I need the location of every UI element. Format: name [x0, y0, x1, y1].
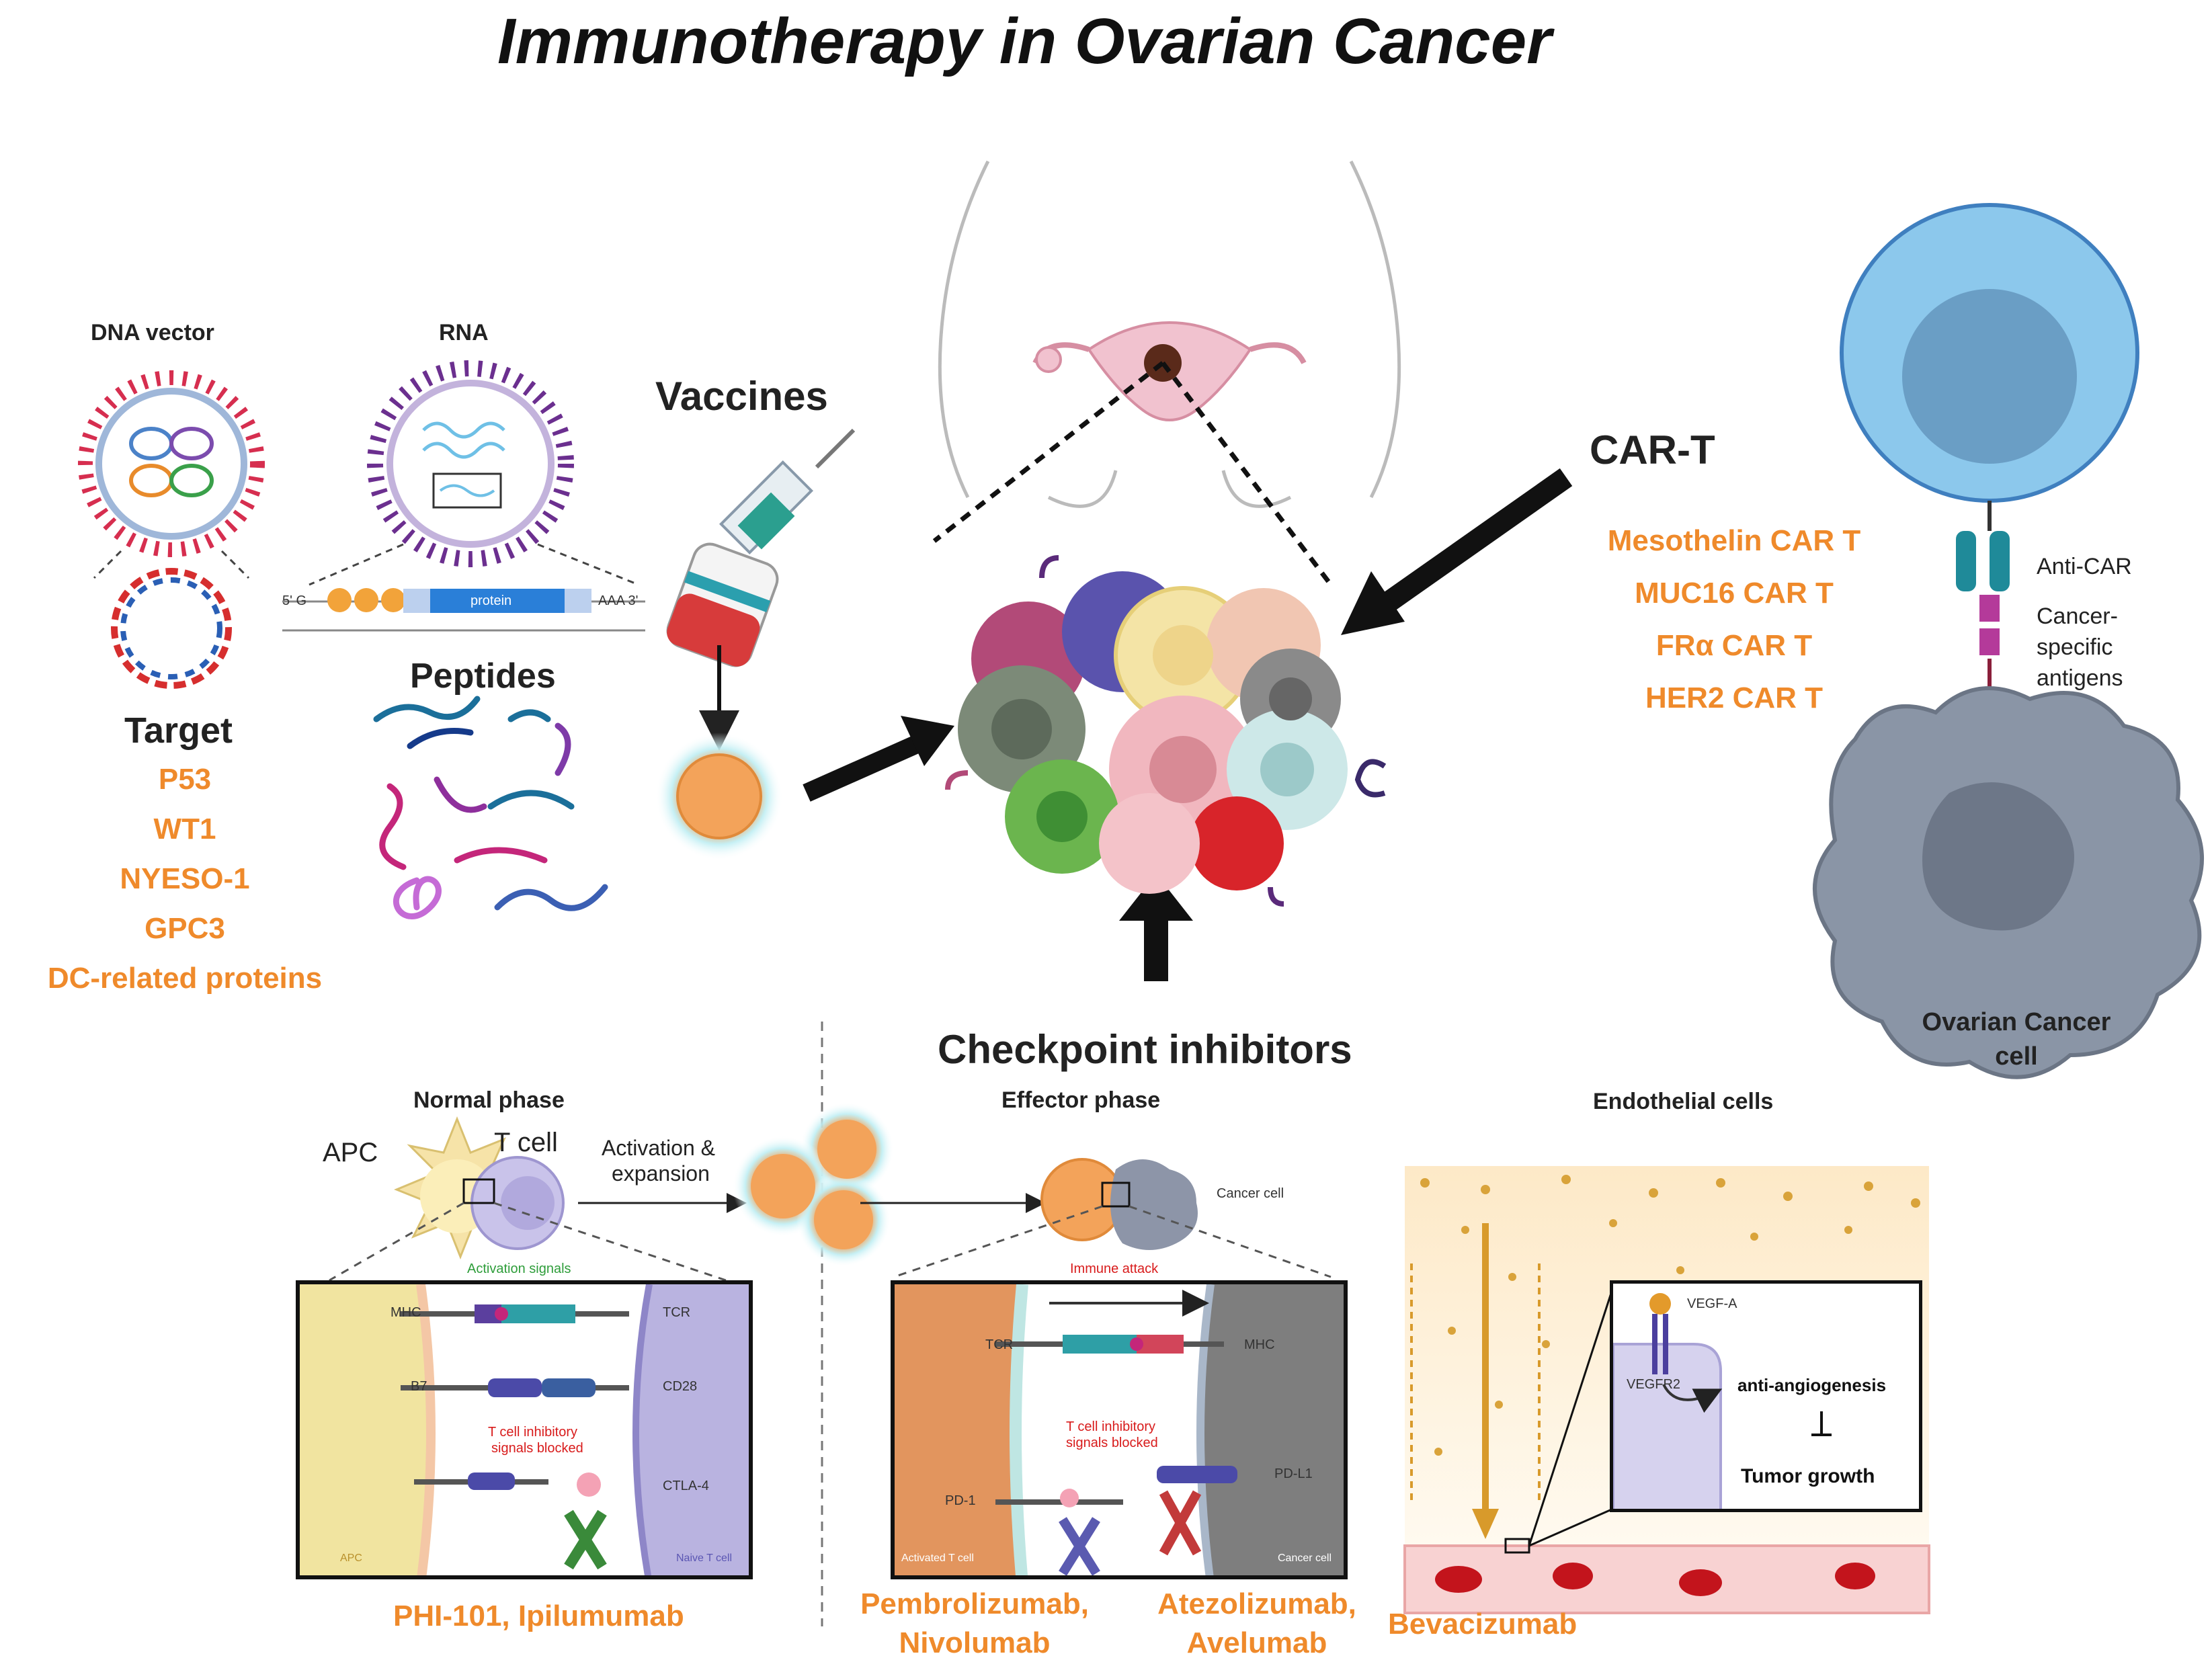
normal-phase-drugs: PHI-101, Ipilumumab — [393, 1600, 684, 1632]
figure-title: Immunotherapy in Ovarian Cancer — [497, 5, 1552, 77]
target-item: DC-related proteins — [47, 962, 323, 995]
naive-small-label: Naive T cell — [676, 1552, 732, 1564]
peptides-label: Peptides — [410, 657, 556, 696]
pdl1-drug-1: Atezolizumab, — [1157, 1587, 1356, 1620]
mrna-three-prime: AAA 3' — [598, 593, 639, 608]
car-t-item: Mesothelin CAR T — [1607, 524, 1861, 557]
antigen-label-2: specific — [2037, 634, 2113, 660]
tumor-cluster — [945, 555, 1387, 907]
target-item: P53 — [158, 763, 212, 796]
dna-vector-icon — [78, 370, 265, 689]
apc-label: APC — [323, 1138, 378, 1167]
target-list: P53 WT1 NYESO-1 GPC3 DC-related proteins — [27, 763, 343, 995]
naive-t-cell — [462, 1156, 565, 1250]
body-outline — [938, 160, 1401, 508]
t-cell-label: T cell — [494, 1128, 558, 1157]
dna-vector-label: DNA vector — [91, 320, 214, 345]
pd1-drug-1: Pembrolizumab, — [860, 1587, 1089, 1620]
car-t-item: MUC16 CAR T — [1635, 577, 1834, 610]
target-item: WT1 — [153, 813, 216, 845]
rna-label: RNA — [439, 320, 489, 345]
effector-phase-inset: TCR MHC T cell inhibitory signals blocke… — [891, 1280, 1348, 1579]
target-item: GPC3 — [145, 912, 225, 945]
checkpoint-heading: Checkpoint inhibitors — [938, 1027, 1352, 1072]
activation-signals-label: Activation signals — [467, 1261, 571, 1276]
cancer-cell-label-2: cell — [1995, 1042, 2038, 1071]
car-t-heading: CAR-T — [1590, 427, 1715, 472]
pd1-drug-2: Nivolumab — [899, 1626, 1051, 1659]
effector-tcr-label: TCR — [985, 1337, 1014, 1352]
ctla4-label: CTLA-4 — [663, 1479, 709, 1493]
cd28-label: CD28 — [663, 1379, 698, 1394]
effector-mhc-label: MHC — [1244, 1337, 1275, 1352]
cancer-cell-top-label: Cancer cell — [1217, 1186, 1284, 1201]
effector-inhibitory-2: signals blocked — [1066, 1436, 1158, 1450]
tcr-label: TCR — [663, 1305, 691, 1320]
effector-drugs-left: Pembrolizumab, Nivolumab — [844, 1587, 1106, 1660]
vaccines-heading: Vaccines — [655, 374, 828, 419]
normal-phase-inset: MHC TCR B7 CD28 T cell inhibitory signal… — [296, 1280, 753, 1579]
target-heading: Target — [124, 710, 233, 751]
rna-lipid-icon — [309, 360, 639, 586]
syringe-icon — [666, 428, 856, 667]
effector-phase-heading: Effector phase — [1001, 1087, 1161, 1113]
vegf-inset-art — [1613, 1293, 1832, 1509]
inhibitory-label-2: signals blocked — [491, 1441, 583, 1456]
vegf-inset: VEGF-A VEGFR2 anti-angiogenesis Tumor gr… — [1610, 1280, 1922, 1512]
vaccine-arrow — [803, 731, 932, 802]
pdl1-drug-2: Avelumab — [1186, 1626, 1327, 1659]
effector-inhibitory-1: T cell inhibitory — [1066, 1419, 1156, 1434]
antigen-label-3: antigens — [2037, 665, 2123, 691]
ovarian-cancer-cell — [1813, 686, 2204, 1079]
effector-drugs-right: Atezolizumab, Avelumab — [1136, 1587, 1378, 1660]
activation-label-2: expansion — [612, 1161, 710, 1186]
expanded-t-cells — [733, 1102, 894, 1267]
effector-cells — [1040, 1158, 1198, 1250]
pd1-label: PD-1 — [945, 1493, 976, 1508]
b7-label: B7 — [411, 1379, 427, 1394]
normal-inset-art — [300, 1284, 749, 1575]
apc-small-label: APC — [340, 1552, 362, 1564]
vegfa-label: VEGF-A — [1687, 1296, 1737, 1311]
activation-label-1: Activation & — [602, 1136, 715, 1160]
peptides-icon — [373, 696, 608, 919]
car-t-item: HER2 CAR T — [1645, 681, 1824, 714]
immune-attack-label: Immune attack — [1070, 1261, 1159, 1276]
cancer-cell-label: Ovarian Cancer cell — [1869, 1008, 2164, 1071]
uterus-icon — [1032, 321, 1307, 421]
target-item: NYESO-1 — [120, 862, 250, 895]
mrna-protein: protein — [470, 593, 512, 608]
cancer-small-label: Cancer cell — [1278, 1552, 1332, 1564]
tumor-growth-label: Tumor growth — [1741, 1465, 1875, 1487]
bevacizumab-label: Bevacizumab — [1388, 1608, 1578, 1641]
activated-small-label: Activated T cell — [901, 1552, 974, 1564]
anti-car-label: Anti-CAR — [2037, 554, 2132, 579]
mrna-construct — [282, 588, 645, 632]
cancer-cell-label-1: Ovarian Cancer — [1922, 1008, 2111, 1036]
anti-angiogenesis-label: anti-angiogenesis — [1737, 1375, 1887, 1395]
vegfr2-label: VEGFR2 — [1627, 1377, 1681, 1392]
car-t-list: Mesothelin CAR T MUC16 CAR T FRα CAR T H… — [1546, 524, 1922, 715]
pdl1-label: PD-L1 — [1274, 1466, 1313, 1481]
car-t-cell — [1840, 203, 2139, 726]
car-t-arrow — [1378, 468, 1573, 614]
mrna-five-prime: 5' G — [282, 593, 307, 608]
antigen-label-1: Cancer- — [2037, 604, 2118, 629]
mhc-label: MHC — [391, 1305, 421, 1320]
endothelial-heading: Endothelial cells — [1593, 1089, 1774, 1114]
effector-inset-art — [895, 1284, 1344, 1575]
normal-phase-heading: Normal phase — [413, 1087, 565, 1113]
inhibitory-label-1: T cell inhibitory — [488, 1425, 578, 1440]
car-t-item: FRα CAR T — [1655, 629, 1813, 662]
